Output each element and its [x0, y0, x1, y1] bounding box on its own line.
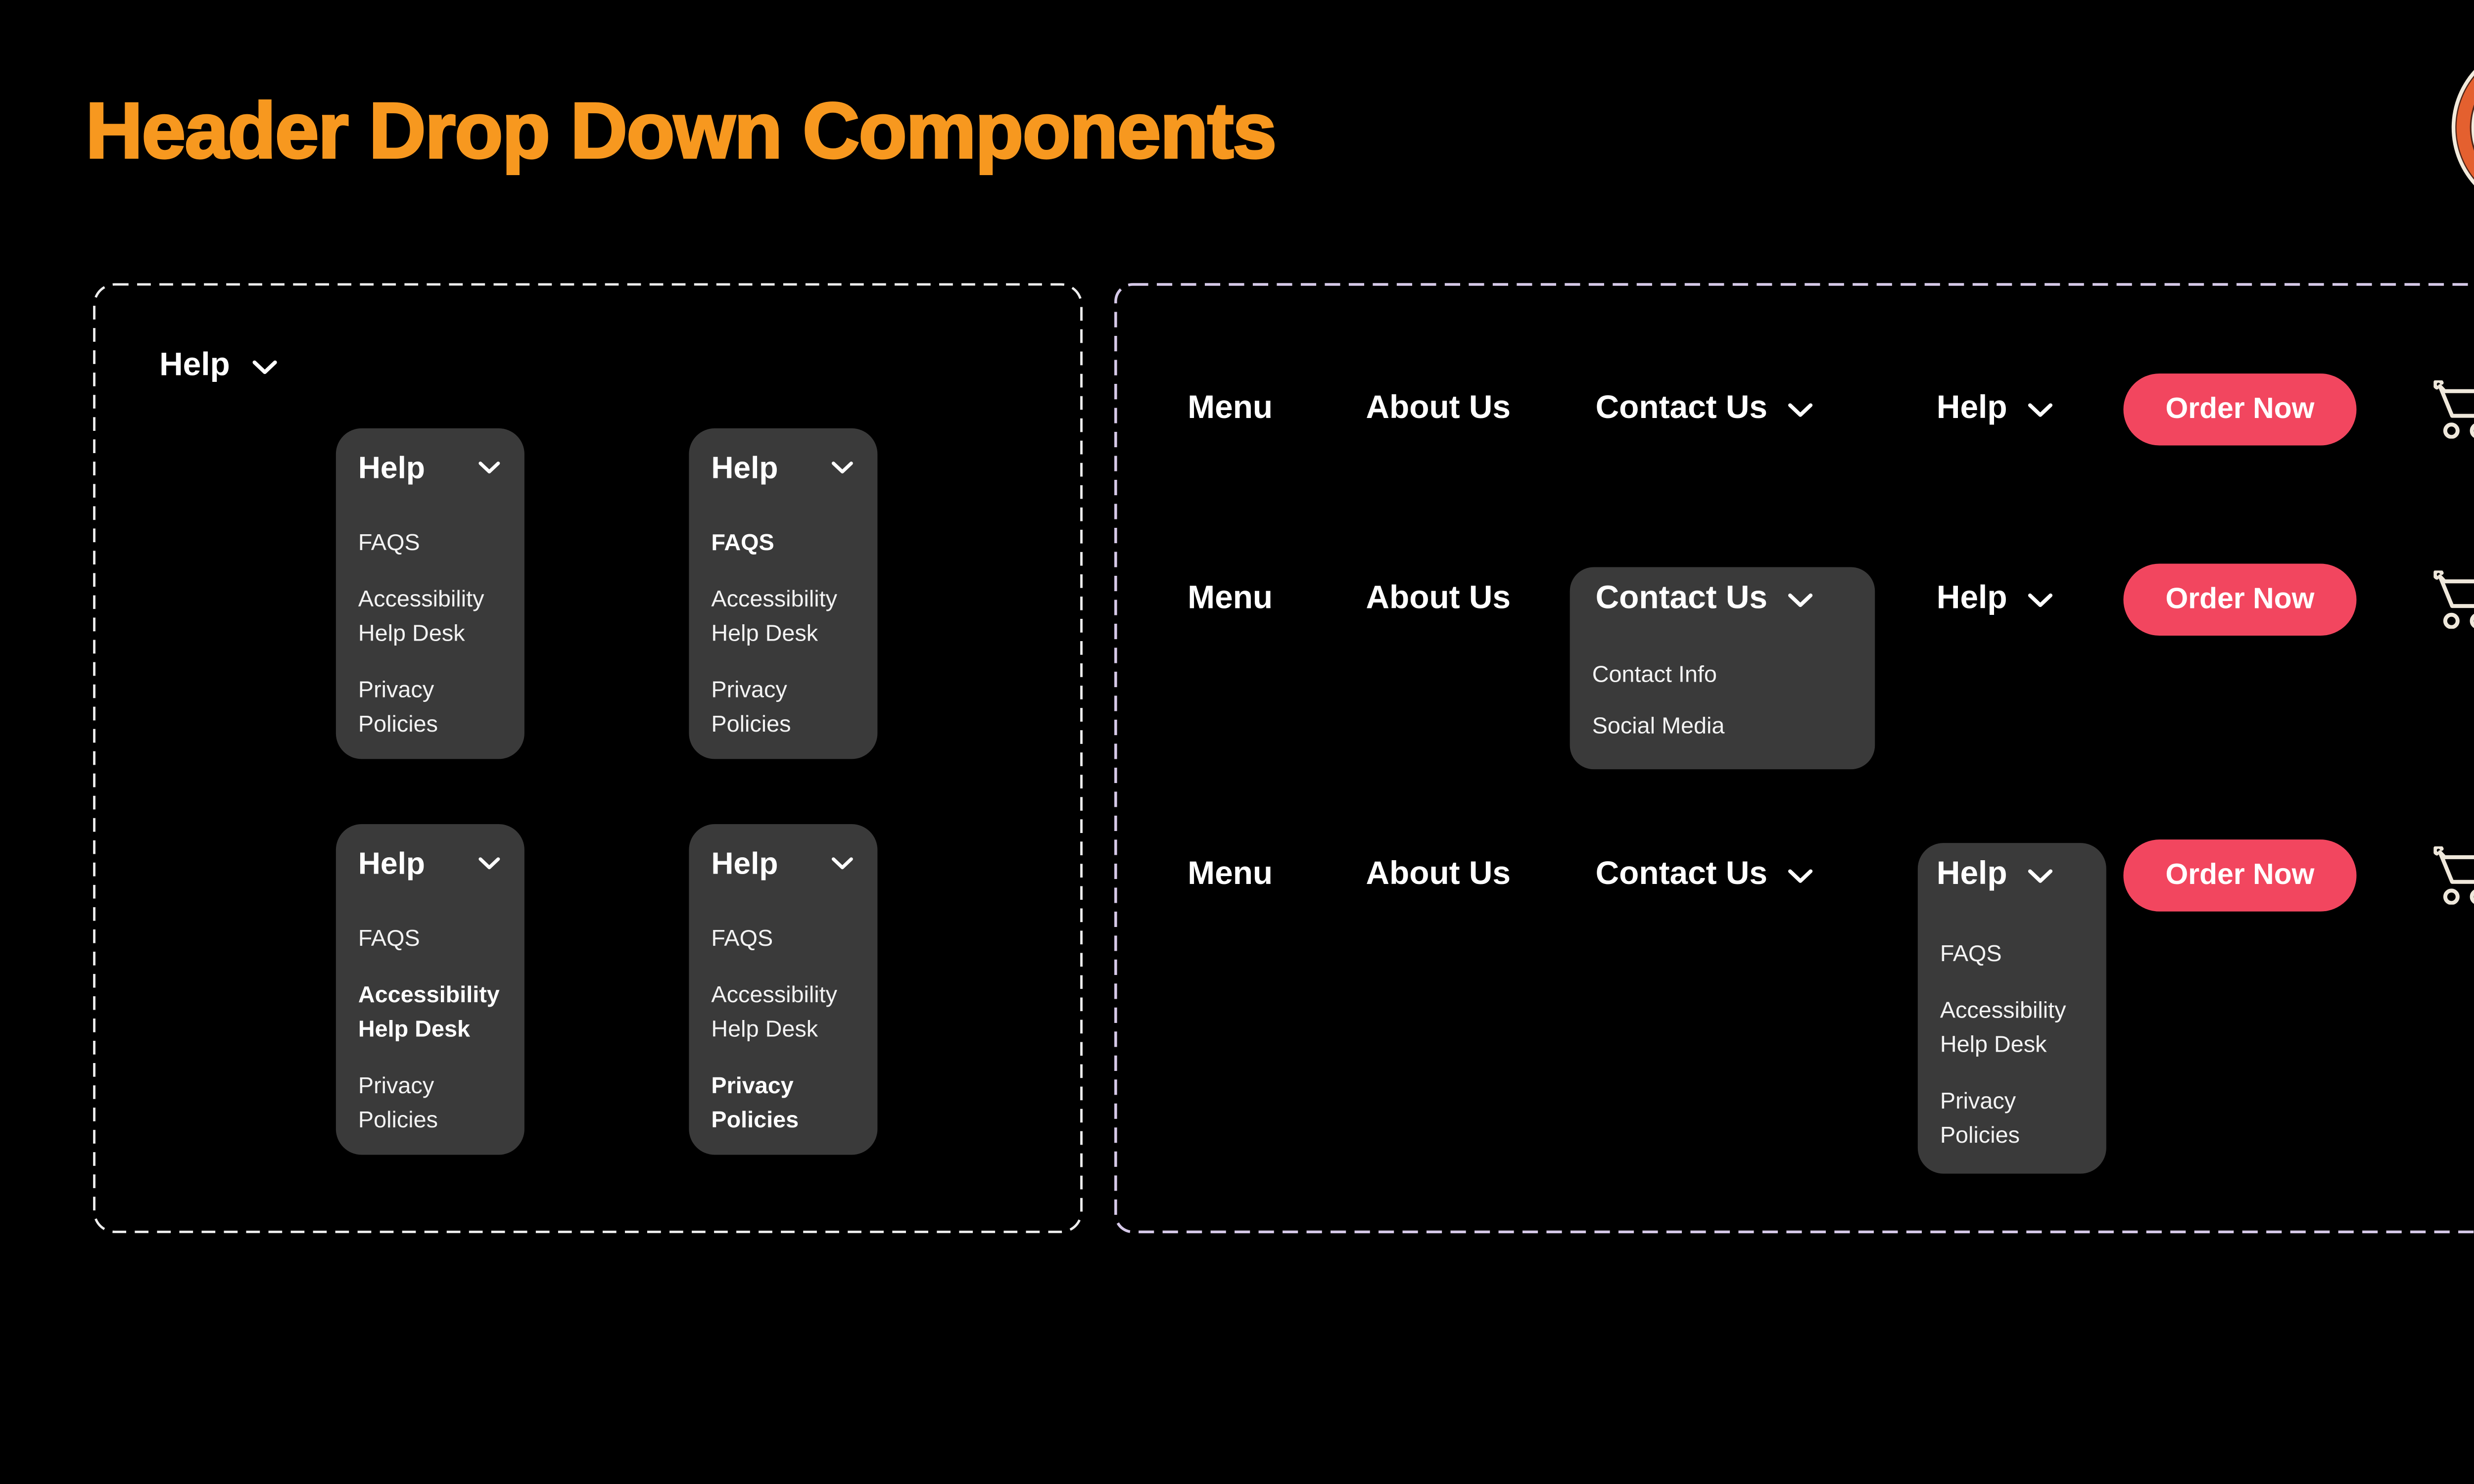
help-dropdown-header[interactable]: Help: [358, 845, 502, 882]
cart-icon[interactable]: [2433, 846, 2474, 905]
nav-help-label: Help: [1936, 581, 2007, 617]
menu-item-privacy-policies[interactable]: Privacy Policies: [711, 677, 791, 737]
dropdown-items: FAQS Accessibility Help Desk Privacy Pol…: [358, 526, 502, 742]
header-nav-row-default: Menu About Us Contact Us Help Order Now: [1114, 373, 2474, 446]
nav-menu[interactable]: Menu: [1188, 856, 1273, 893]
nav-contact-us-label: Contact Us: [1595, 390, 1768, 427]
nav-about-us[interactable]: About Us: [1366, 390, 1511, 427]
chevron-down-icon: [2028, 593, 2053, 606]
penny-juice-badge-icon: IT MAKES CENT PENNY JUICE: [2451, 70, 2474, 208]
right-panel: Contact Info Social Media FAQS Accessibi…: [1114, 283, 2474, 1234]
menu-item-privacy-policies[interactable]: Privacy Policies: [358, 677, 438, 737]
help-dropdown-header[interactable]: Help: [711, 449, 855, 486]
nav-contact-us-label: Contact Us: [1595, 581, 1768, 617]
nav-contact-us-open[interactable]: Contact Us: [1596, 581, 1814, 618]
menu-item-privacy-policies[interactable]: Privacy Policies: [358, 1072, 438, 1133]
menu-item-faqs[interactable]: FAQS: [358, 925, 420, 951]
chevron-down-icon: [1788, 402, 1813, 416]
help-trigger-label: Help: [159, 348, 230, 384]
chevron-down-icon: [253, 360, 278, 373]
help-dropdown-card-privacy-hover: Help FAQS Accessibility Help Desk Privac…: [689, 824, 878, 1155]
help-dropdown-header[interactable]: Help: [711, 845, 855, 882]
cart-icon[interactable]: [2433, 570, 2474, 629]
nav-help[interactable]: Help: [1937, 581, 2053, 618]
left-panel: Help Help FAQS Accessibility Help Desk P…: [93, 283, 1083, 1234]
help-dropdown-card-default: Help FAQS Accessibility Help Desk Privac…: [335, 428, 524, 759]
menu-item-accessibility-help-desk[interactable]: Accessibility Help Desk: [358, 981, 500, 1042]
chevron-down-icon: [831, 857, 853, 870]
nav-menu[interactable]: Menu: [1188, 581, 1273, 617]
nav-contact-us[interactable]: Contact Us: [1596, 391, 1814, 428]
help-label: Help: [358, 450, 426, 485]
header-nav-row-help-open: Menu About Us Contact Us Help Order Now: [1114, 839, 2474, 912]
help-dropdown-card-faqs-hover: Help FAQS Accessibility Help Desk Privac…: [689, 428, 878, 759]
nav-about-us[interactable]: About Us: [1366, 581, 1511, 617]
help-dropdown-header[interactable]: Help: [358, 449, 502, 486]
chevron-down-icon: [2028, 868, 2053, 882]
chevron-down-icon: [1788, 593, 1813, 606]
chevron-down-icon: [831, 462, 853, 474]
menu-item-privacy-policies[interactable]: Privacy Policies: [1940, 1088, 2020, 1148]
menu-item-faqs[interactable]: FAQS: [711, 529, 774, 556]
chevron-down-icon: [478, 857, 500, 870]
help-label: Help: [711, 450, 778, 485]
menu-item-accessibility-help-desk[interactable]: Accessibility Help Desk: [711, 586, 838, 646]
chevron-down-icon: [1788, 868, 1813, 882]
nav-menu[interactable]: Menu: [1188, 390, 1273, 427]
page-title: Header Drop Down Components: [85, 85, 1278, 176]
penny-juice-logo: IT MAKES CENT PENNY JUICE: [2451, 41, 2474, 214]
menu-item-contact-info[interactable]: Contact Info: [1592, 661, 1717, 687]
nav-about-us[interactable]: About Us: [1366, 856, 1511, 893]
chevron-down-icon: [2028, 402, 2053, 416]
nav-contact-us[interactable]: Contact Us: [1596, 857, 1814, 894]
order-now-button[interactable]: Order Now: [2123, 373, 2357, 446]
chevron-down-icon: [478, 462, 500, 474]
menu-item-social-media[interactable]: Social Media: [1592, 712, 1725, 739]
help-dropdown-trigger[interactable]: Help: [159, 348, 278, 385]
dropdown-items: FAQS Accessibility Help Desk Privacy Pol…: [1940, 937, 2084, 1153]
menu-item-privacy-policies[interactable]: Privacy Policies: [711, 1072, 799, 1133]
menu-item-faqs[interactable]: FAQS: [358, 529, 420, 556]
help-label: Help: [358, 846, 426, 881]
contact-us-dropdown-card: Contact Info Social Media: [1570, 567, 1875, 770]
order-now-button[interactable]: Order Now: [2123, 839, 2357, 912]
menu-item-accessibility-help-desk[interactable]: Accessibility Help Desk: [358, 586, 484, 646]
menu-item-accessibility-help-desk[interactable]: Accessibility Help Desk: [711, 981, 838, 1042]
dropdown-items: FAQS Accessibility Help Desk Privacy Pol…: [358, 922, 502, 1137]
menu-item-accessibility-help-desk[interactable]: Accessibility Help Desk: [1940, 997, 2066, 1058]
header-nav-row-contact-open: Menu About Us Contact Us Help Order Now: [1114, 563, 2474, 636]
nav-help-label: Help: [1936, 390, 2007, 427]
dropdown-items: FAQS Accessibility Help Desk Privacy Pol…: [711, 526, 855, 742]
menu-item-faqs[interactable]: FAQS: [711, 925, 773, 951]
nav-help-label: Help: [1936, 856, 2007, 893]
dropdown-items: FAQS Accessibility Help Desk Privacy Pol…: [711, 922, 855, 1137]
menu-item-faqs[interactable]: FAQS: [1940, 940, 2002, 967]
help-label: Help: [711, 846, 778, 881]
help-dropdown-card-accessibility-hover: Help FAQS Accessibility Help Desk Privac…: [335, 824, 524, 1155]
dropdown-items: Contact Info Social Media: [1592, 660, 1853, 742]
left-panel-dashed-border: [93, 283, 1083, 1233]
cart-icon[interactable]: [2433, 380, 2474, 439]
nav-help[interactable]: Help: [1937, 391, 2053, 428]
order-now-button[interactable]: Order Now: [2123, 563, 2357, 636]
nav-contact-us-label: Contact Us: [1595, 856, 1768, 893]
help-dropdown-card-open: FAQS Accessibility Help Desk Privacy Pol…: [1917, 843, 2106, 1174]
nav-help-open[interactable]: Help: [1937, 857, 2053, 894]
